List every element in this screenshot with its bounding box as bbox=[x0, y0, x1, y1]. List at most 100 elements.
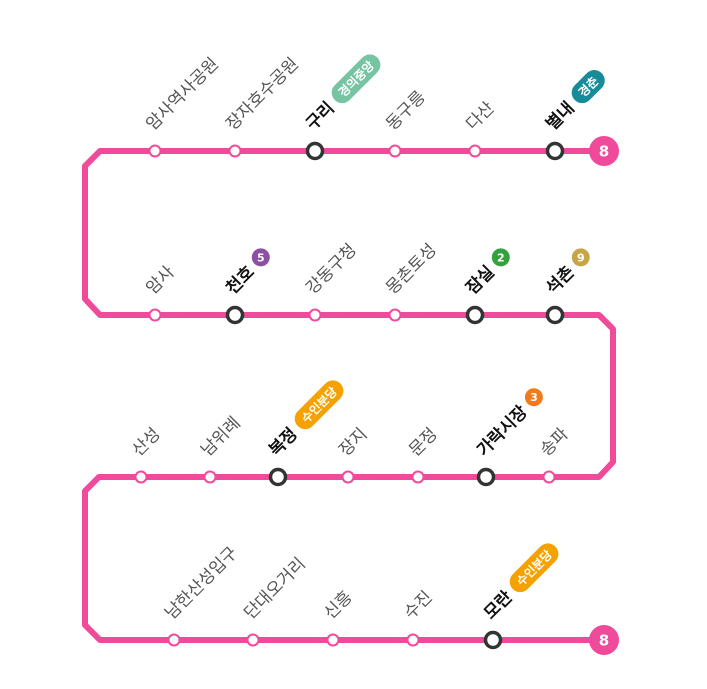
station-2-1: 남위례 bbox=[197, 413, 245, 484]
station-0-3-label-group: 동구릉 bbox=[382, 87, 429, 134]
station-2-5-transfer-marker bbox=[476, 467, 496, 487]
terminal-badge-bottom-number: 8 bbox=[599, 632, 609, 650]
station-2-4: 문정 bbox=[405, 424, 442, 484]
station-2-3: 장지 bbox=[335, 424, 372, 484]
station-0-3-marker bbox=[388, 144, 402, 158]
station-1-4-transfer-marker bbox=[465, 305, 485, 325]
station-2-6-marker bbox=[542, 470, 556, 484]
station-2-1-name: 남위례 bbox=[197, 413, 244, 460]
terminal-badge-top: 8 bbox=[589, 136, 619, 166]
station-2-6-label-group: 송파 bbox=[536, 424, 573, 461]
station-2-1-label-group: 남위례 bbox=[197, 413, 244, 460]
station-2-0-name: 산성 bbox=[128, 424, 164, 460]
station-1-3-label-group: 몽촌토성 bbox=[382, 240, 440, 298]
station-1-0: 암사 bbox=[142, 262, 179, 322]
station-1-1-transfer-badge bbox=[251, 248, 270, 267]
station-3-3-marker bbox=[406, 633, 420, 647]
station-1-3: 몽촌토성 bbox=[382, 240, 441, 322]
station-3-0-marker bbox=[167, 633, 181, 647]
station-3-0-name: 남한산성입구 bbox=[161, 543, 241, 623]
station-2-1-marker bbox=[203, 470, 217, 484]
station-2-6: 송파 bbox=[536, 424, 573, 484]
station-2-6-name: 송파 bbox=[536, 424, 573, 461]
station-3-2: 신흥 bbox=[320, 587, 357, 647]
station-2-5-transfer-badge-number: 3 bbox=[530, 391, 538, 404]
terminal-badge-top-number: 8 bbox=[599, 143, 609, 161]
station-2-4-name: 문정 bbox=[405, 424, 441, 460]
station-1-2-name: 강동구청 bbox=[302, 240, 360, 298]
station-0-0-marker bbox=[148, 144, 162, 158]
station-0-4-label-group: 다산 bbox=[462, 98, 499, 135]
station-0-2-name: 구리 bbox=[302, 98, 338, 134]
station-0-1-marker bbox=[228, 144, 242, 158]
station-1-1-name: 천호 bbox=[222, 262, 259, 299]
station-0-5-transfer-pill bbox=[571, 70, 605, 104]
station-1-4-transfer-badge bbox=[491, 248, 510, 267]
station-1-5-transfer-badge-number: 9 bbox=[577, 251, 585, 264]
station-0-4: 다산 bbox=[462, 98, 499, 158]
station-1-2: 강동구청 bbox=[302, 240, 361, 322]
station-2-0-label-group: 산성 bbox=[128, 424, 164, 460]
station-0-0: 암사역사공원 bbox=[142, 54, 223, 158]
station-0-2-transfer-marker bbox=[305, 141, 325, 161]
station-2-0: 산성 bbox=[128, 424, 165, 484]
station-1-1-transfer-marker bbox=[225, 305, 245, 325]
station-0-5-transfer-marker bbox=[545, 141, 565, 161]
station-0-4-marker bbox=[468, 144, 482, 158]
station-0-0-label-group: 암사역사공원 bbox=[142, 54, 222, 134]
line-8-track bbox=[82, 148, 616, 643]
station-3-0-label-group: 남한산성입구 bbox=[161, 543, 241, 623]
station-2-5-transfer-badge bbox=[524, 388, 543, 407]
station-2-0-marker bbox=[134, 470, 148, 484]
station-1-3-name: 몽촌토성 bbox=[382, 240, 440, 298]
station-1-0-name: 암사 bbox=[142, 262, 179, 299]
station-0-1-name: 장자호수공원 bbox=[222, 54, 302, 134]
station-0-3-name: 동구릉 bbox=[382, 87, 429, 134]
station-2-3-label-group: 장지 bbox=[335, 424, 371, 460]
station-1-0-label-group: 암사 bbox=[142, 262, 179, 299]
station-0-1: 장자호수공원 bbox=[222, 54, 303, 158]
station-0-2-transfer-pill bbox=[331, 54, 381, 104]
station-3-2-label-group: 신흥 bbox=[320, 587, 356, 623]
station-3-3-name: 수진 bbox=[400, 587, 436, 623]
station-3-0: 남한산성입구 bbox=[161, 543, 242, 647]
station-1-4-label-group: 잠실2 bbox=[462, 248, 510, 299]
station-0-0-name: 암사역사공원 bbox=[142, 54, 222, 134]
station-1-1: 천호5 bbox=[222, 248, 270, 325]
station-2-2-transfer-marker bbox=[268, 467, 288, 487]
station-3-1-marker bbox=[246, 633, 260, 647]
station-2-5-name: 가락시장 bbox=[473, 402, 532, 461]
station-2-2-name: 복정 bbox=[265, 424, 301, 460]
station-1-2-marker bbox=[308, 308, 322, 322]
station-3-2-name: 신흥 bbox=[320, 587, 356, 623]
station-1-1-transfer-badge-number: 5 bbox=[257, 251, 265, 264]
station-0-5-name: 별내 bbox=[542, 98, 578, 134]
station-3-2-marker bbox=[326, 633, 340, 647]
station-1-5-name: 석촌 bbox=[542, 262, 579, 299]
station-0-4-name: 다산 bbox=[462, 98, 499, 135]
station-3-4-transfer-pill bbox=[509, 543, 559, 593]
station-1-5-transfer-badge bbox=[571, 248, 590, 267]
station-1-4-name: 잠실 bbox=[462, 262, 498, 298]
station-2-2-transfer-pill bbox=[294, 380, 344, 430]
station-1-2-label-group: 강동구청 bbox=[302, 240, 360, 298]
station-3-4-transfer-marker bbox=[483, 630, 503, 650]
terminal-badge-bottom: 8 bbox=[589, 625, 619, 655]
station-1-5-transfer-marker bbox=[545, 305, 565, 325]
station-1-4: 잠실2 bbox=[462, 248, 510, 325]
station-1-5: 석촌9 bbox=[542, 248, 590, 325]
station-2-4-marker bbox=[411, 470, 425, 484]
station-3-3-label-group: 수진 bbox=[400, 587, 436, 623]
station-0-1-label-group: 장자호수공원 bbox=[222, 54, 302, 134]
station-2-4-label-group: 문정 bbox=[405, 424, 441, 460]
station-1-1-label-group: 천호5 bbox=[222, 248, 270, 299]
station-2-3-marker bbox=[341, 470, 355, 484]
